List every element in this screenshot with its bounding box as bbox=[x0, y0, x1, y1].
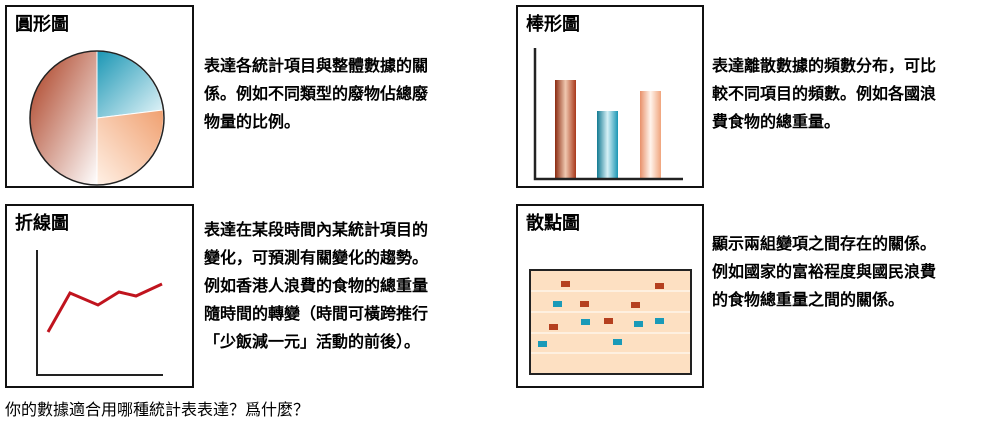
bar-chart-description: 表達離散數據的頻數分布，可比 較不同項目的頻數。例如各國浪 費食物的總重量。 bbox=[712, 52, 988, 136]
desc-line: 例如國家的富裕程度與國民浪費 bbox=[712, 262, 937, 281]
desc-line: 「少飯減一元」活動的前後）。 bbox=[204, 332, 421, 351]
question-text: 你的數據適合用哪種統計表表達？爲什麼？ bbox=[5, 400, 310, 419]
pie-chart-title: 圓形圖 bbox=[15, 14, 69, 35]
line-chart-title: 折線圖 bbox=[15, 213, 69, 234]
scatter-chart-title: 散點圖 bbox=[526, 213, 580, 234]
scatter-chart-description: 顯示兩組變項之間存在的關係。 例如國家的富裕程度與國民浪費 的食物總重量之間的關… bbox=[712, 230, 988, 314]
bar-chart-box: 棒形圖 bbox=[516, 5, 704, 188]
desc-line: 費食物的總重量。 bbox=[712, 112, 841, 131]
desc-line: 較不同項目的頻數。例如各國浪 bbox=[712, 84, 937, 103]
desc-line: 變化，可預測有關變化的趨勢。 bbox=[204, 248, 429, 267]
desc-line: 表達離散數據的頻數分布，可比 bbox=[712, 56, 937, 75]
line-chart-description: 表達在某段時間內某統計項目的 變化，可預測有關變化的趨勢。 例如香港人浪費的食物… bbox=[204, 216, 480, 356]
desc-line: 係。例如不同類型的廢物佔總廢 bbox=[204, 84, 429, 103]
desc-line: 物量的比例。 bbox=[204, 112, 301, 131]
desc-line: 表達各統計項目與整體數據的關 bbox=[204, 56, 429, 75]
pie-chart-description: 表達各統計項目與整體數據的關 係。例如不同類型的廢物佔總廢 物量的比例。 bbox=[204, 52, 480, 136]
desc-line: 例如香港人浪費的食物的總重量 bbox=[204, 276, 429, 295]
scatter-chart-box: 散點圖 bbox=[516, 204, 704, 388]
bar-chart-title: 棒形圖 bbox=[526, 14, 580, 35]
pie-chart-box: 圓形圖 bbox=[5, 5, 194, 188]
desc-line: 隨時間的轉變（時間可橫跨推行 bbox=[204, 304, 429, 323]
desc-line: 的食物總重量之間的關係。 bbox=[712, 290, 905, 309]
desc-line: 顯示兩組變項之間存在的關係。 bbox=[712, 234, 937, 253]
desc-line: 表達在某段時間內某統計項目的 bbox=[204, 220, 429, 239]
line-chart-box: 折線圖 bbox=[5, 204, 194, 388]
